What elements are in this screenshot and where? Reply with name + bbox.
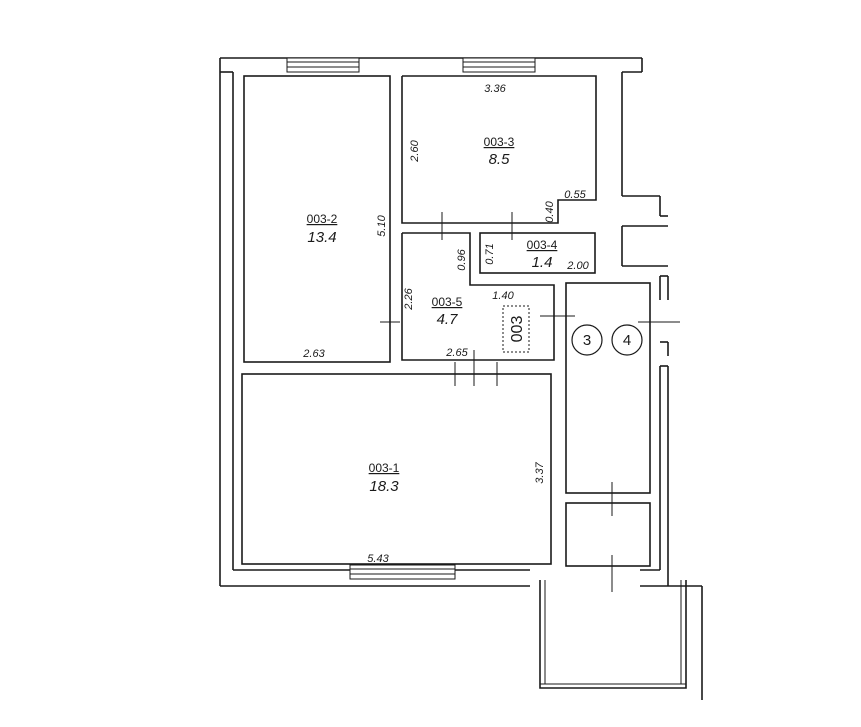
room-003-4 (479, 232, 596, 274)
dim-003-5-height: 2.26 (403, 287, 415, 310)
room-area-003-5: 4.7 (437, 311, 459, 328)
dim-003-5-width: 2.65 (445, 347, 468, 359)
apartment-label-box (502, 305, 530, 353)
room-area-003-3: 8.5 (489, 151, 511, 168)
room-id-003-3: 003-3 (484, 135, 515, 149)
svg-text:4: 4 (623, 332, 631, 349)
dim-003-4-height: 0.71 (484, 243, 496, 264)
dim-003-3-width: 3.36 (484, 83, 506, 95)
room-003-1 (241, 362, 552, 565)
room-id-003-4: 003-4 (527, 238, 558, 252)
room-003-3 (401, 75, 597, 240)
dim-003-3-height: 2.60 (409, 139, 421, 162)
dim-003-3-notch-w: 0.55 (564, 189, 586, 201)
outer-walls (219, 57, 703, 700)
dim-003-4-width: 2.00 (566, 260, 589, 272)
room-area-003-4: 1.4 (532, 254, 553, 271)
dim-003-5-door: 0.96 (456, 248, 468, 270)
dim-003-5-top: 1.40 (492, 290, 514, 302)
windows (286, 57, 536, 580)
room-id-003-5: 003-5 (432, 295, 463, 309)
balcony (539, 580, 687, 689)
room-003-2 (243, 75, 400, 363)
room-id-003-2: 003-2 (307, 212, 338, 226)
svg-text:3: 3 (583, 332, 591, 349)
stair-corridor (540, 282, 680, 592)
room-003-5 (401, 232, 555, 386)
stair-marker-3: 3 (571, 324, 603, 356)
stair-marker-4: 4 (611, 324, 643, 356)
room-area-003-2: 13.4 (307, 229, 336, 246)
dim-003-1-height: 3.37 (534, 461, 546, 483)
apartment-label: 003 (509, 316, 526, 343)
dim-003-1-width: 5.43 (367, 553, 389, 565)
dim-003-3-notch-h: 0.40 (544, 200, 556, 222)
dim-003-2-width: 2.63 (302, 348, 325, 360)
room-id-003-1: 003-1 (369, 461, 400, 475)
room-area-003-1: 18.3 (369, 478, 399, 495)
dim-003-2-height: 5.10 (376, 214, 388, 236)
